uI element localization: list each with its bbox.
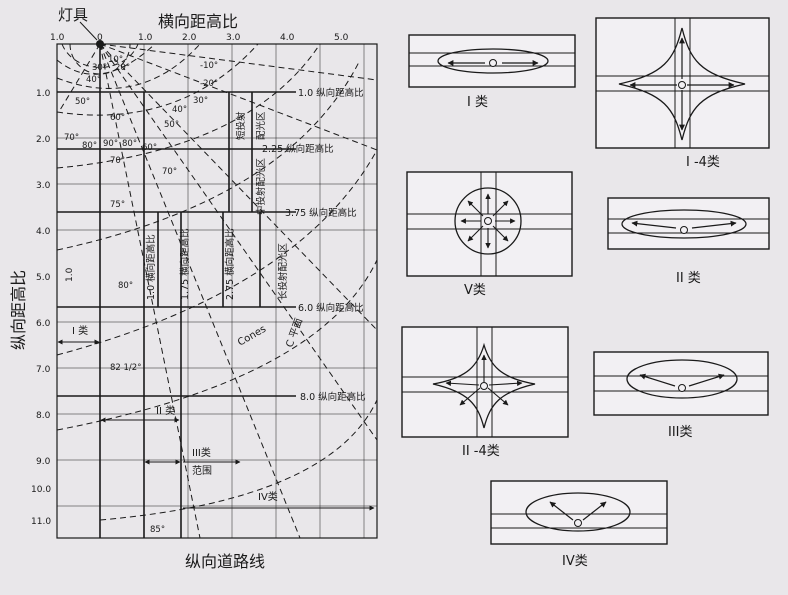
lateral-ratio-title: 横向距高比 [158, 12, 238, 31]
left-tick: 2.0 [36, 135, 51, 145]
classification-chart: 灯具 横向距高比 纵向道路线 纵向距高比 1.0 0 1.0 2.0 3.0 4… [9, 6, 378, 571]
ratio-label: 1.0 纵向距高比 [298, 87, 364, 99]
angle-label: 20° [115, 63, 130, 73]
class-labels: I 类 II 类 III类 范围 IV类 [72, 324, 278, 503]
left-tick: 3.0 [36, 181, 51, 191]
angle-label: 70° [162, 167, 177, 177]
angle-label: -20° [200, 79, 218, 89]
angle-label: 60° [110, 113, 125, 123]
angle-label: 30° [92, 63, 107, 73]
angle-label: 50° [75, 97, 90, 107]
left-tick: 4.0 [36, 227, 51, 237]
ratio-label-vertical: 1.75 横向距高比 [179, 228, 191, 300]
longitudinal-ratio-title: 纵向距高比 [9, 270, 28, 350]
zone-label: 中投射配光区 [255, 157, 267, 215]
angle-label: 70° [110, 156, 125, 166]
ratio-label: 6.0 纵向距高比 [298, 302, 364, 314]
pattern-type-ii: II 类 [607, 197, 770, 286]
ratio-label-vertical: 1.0 横向距高比 [145, 234, 157, 300]
pattern-type-i-4: I -4类 [595, 17, 770, 170]
angle-label: 75° [110, 200, 125, 210]
vertical-axis-tick: 1.0 [65, 267, 75, 282]
top-tick: 1.0 [50, 33, 65, 43]
angle-label: 50° [164, 120, 179, 130]
class-arrows [57, 339, 375, 511]
road-line-label: 纵向道路线 [185, 552, 265, 571]
angle-label: 40° [172, 105, 187, 115]
ratio-label: 8.0 纵向距高比 [300, 391, 366, 403]
left-tick: 6.0 [36, 319, 51, 329]
class-label: II 类 [156, 404, 175, 417]
pattern-type-i: I 类 [408, 34, 576, 110]
top-tick: 2.0 [182, 33, 197, 43]
angle-label: 80° [82, 141, 97, 151]
left-tick: 11.0 [31, 517, 51, 527]
angle-lines [56, 43, 378, 539]
angle-label: 90° [103, 139, 118, 149]
angle-label: 10° [108, 55, 123, 65]
luminaire-leader [79, 21, 98, 41]
class-label: IV类 [258, 490, 278, 503]
cones-label: Cones [236, 324, 268, 349]
angle-label: 82 1/2° [110, 363, 141, 373]
top-tick: 1.0 [138, 33, 153, 43]
ratio-label: 2.25 纵向距高比 [262, 143, 334, 155]
class-label: III类 [192, 446, 211, 459]
angle-label: 80° [118, 281, 133, 291]
lateral-ratio-labels: 1.0 横向距高比 1.75 横向距高比 2.75 横向距高比 [145, 228, 236, 300]
left-tick: 5.0 [36, 273, 51, 283]
grid-lines [57, 44, 377, 538]
pattern-label: I -4类 [686, 155, 720, 170]
left-tick: 1.0 [36, 89, 51, 99]
pattern-label: IV类 [562, 554, 588, 569]
left-tick: 10.0 [31, 485, 51, 495]
left-tick: 8.0 [36, 411, 51, 421]
luminaire-label: 灯具 [58, 6, 88, 24]
class-label: 范围 [192, 464, 212, 477]
zone-label: 长投射配光区 [277, 242, 289, 300]
angle-labels: 10° 20° 30° 40° 50° 60° 70° 80° 90° 80° … [64, 55, 218, 535]
top-tick: 0 [97, 33, 103, 43]
angle-label: 70° [64, 133, 79, 143]
zone-label: 配光区 [255, 111, 267, 140]
angle-label: 40° [86, 75, 101, 85]
pattern-type-ii-4: II -4类 [401, 326, 569, 459]
left-tick: 7.0 [36, 365, 51, 375]
zone-label: 短投射 [235, 111, 247, 140]
angle-label: -10° [200, 61, 218, 71]
angle-label: 80° [122, 139, 137, 149]
pattern-type-v: V类 [406, 171, 573, 298]
pattern-type-iv: IV类 [490, 480, 668, 569]
pattern-label: III类 [668, 425, 693, 440]
luminaire-marker [96, 40, 104, 48]
top-tick: 5.0 [334, 33, 349, 43]
pattern-label: II -4类 [462, 444, 500, 459]
left-tick: 9.0 [36, 457, 51, 467]
pattern-type-iii: III类 [593, 351, 769, 440]
top-tick: 4.0 [280, 33, 295, 43]
angle-label: 85° [150, 525, 165, 535]
pattern-label: I 类 [467, 95, 488, 110]
pattern-label: V类 [464, 283, 486, 298]
boundary-lines [57, 44, 296, 538]
top-tick: 3.0 [226, 33, 241, 43]
class-label: I 类 [72, 324, 88, 337]
pattern-label: II 类 [676, 271, 701, 286]
left-tick-labels: 1.0 2.0 3.0 4.0 5.0 6.0 7.0 8.0 9.0 10.0… [31, 89, 75, 527]
top-tick-labels: 1.0 0 1.0 2.0 3.0 4.0 5.0 [50, 33, 349, 43]
ratio-label-vertical: 2.75 横向距高比 [224, 228, 236, 300]
chart-frame [56, 43, 378, 539]
longitudinal-ratio-labels: 1.0 纵向距高比 2.25 纵向距高比 3.75 纵向距高比 6.0 纵向距高… [262, 87, 366, 403]
angle-label: 60° [142, 143, 157, 153]
angle-label: 30° [193, 96, 208, 106]
ratio-label: 3.75 纵向距高比 [285, 207, 357, 219]
